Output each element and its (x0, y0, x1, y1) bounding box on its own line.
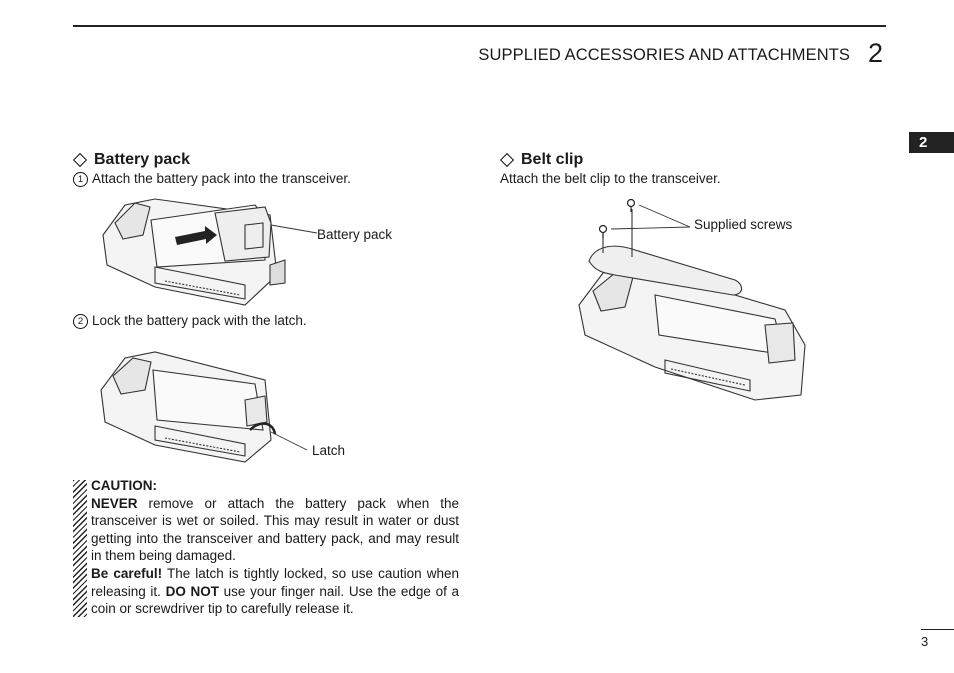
chapter-number: 2 (868, 38, 884, 68)
step-2-marker: 2 (73, 314, 88, 329)
caution-do-not: DO NOT (165, 583, 219, 599)
belt-clip-instruction: Attach the belt clip to the transceiver. (500, 171, 721, 186)
step-2-text: Lock the battery pack with the latch. (92, 313, 307, 328)
caution-p2-text2: use your finger nail. Use the edge of a … (91, 583, 459, 617)
battery-latch-illustration (100, 351, 308, 463)
screw-icon (598, 224, 608, 238)
caution-paragraph-1: NEVER remove or attach the battery pack … (91, 495, 459, 565)
latch-callout: Latch (312, 443, 346, 458)
caution-title: CAUTION: (91, 478, 157, 493)
step-1-marker: 1 (73, 172, 88, 187)
caution-paragraph-2: Be careful! The latch is tightly locked,… (91, 565, 459, 618)
battery-attach-illustration (102, 198, 318, 306)
chapter-side-tab: 2 (909, 132, 954, 153)
supplied-screws-callout: Supplied screws (694, 217, 793, 232)
page-number: 3 (921, 634, 929, 649)
caution-box: CAUTION: NEVER remove or attach the batt… (91, 477, 459, 618)
arrow-icon (175, 226, 217, 245)
step-2: 2 Lock the battery pack with the latch. (73, 313, 307, 329)
page-header-title: SUPPLIED ACCESSORIES AND ATTACHMENTS (478, 46, 850, 64)
diamond-icon (72, 152, 88, 168)
caution-hatch-bar (73, 480, 87, 617)
step-1-text: Attach the battery pack into the transce… (92, 171, 351, 186)
belt-clip-heading: Belt clip (499, 151, 584, 169)
page-number-rule (921, 629, 954, 630)
step-1: 1 Attach the battery pack into the transc… (73, 171, 351, 187)
caution-never: NEVER (91, 495, 138, 511)
belt-clip-heading-text: Belt clip (521, 151, 584, 168)
diamond-icon (499, 152, 515, 168)
battery-pack-heading: Battery pack (72, 151, 191, 169)
belt-clip-illustration (578, 198, 806, 401)
header-rule (73, 25, 886, 27)
caution-p2-text1: The latch is tightly locked, so use caut… (91, 565, 459, 599)
battery-pack-callout: Battery pack (317, 227, 393, 242)
screw-icon (626, 198, 636, 212)
battery-pack-heading-text: Battery pack (94, 151, 191, 168)
curved-arrow-icon (249, 422, 277, 435)
caution-be-careful: Be careful! (91, 565, 163, 581)
caution-p1-text: remove or attach the battery pack when t… (91, 495, 459, 564)
